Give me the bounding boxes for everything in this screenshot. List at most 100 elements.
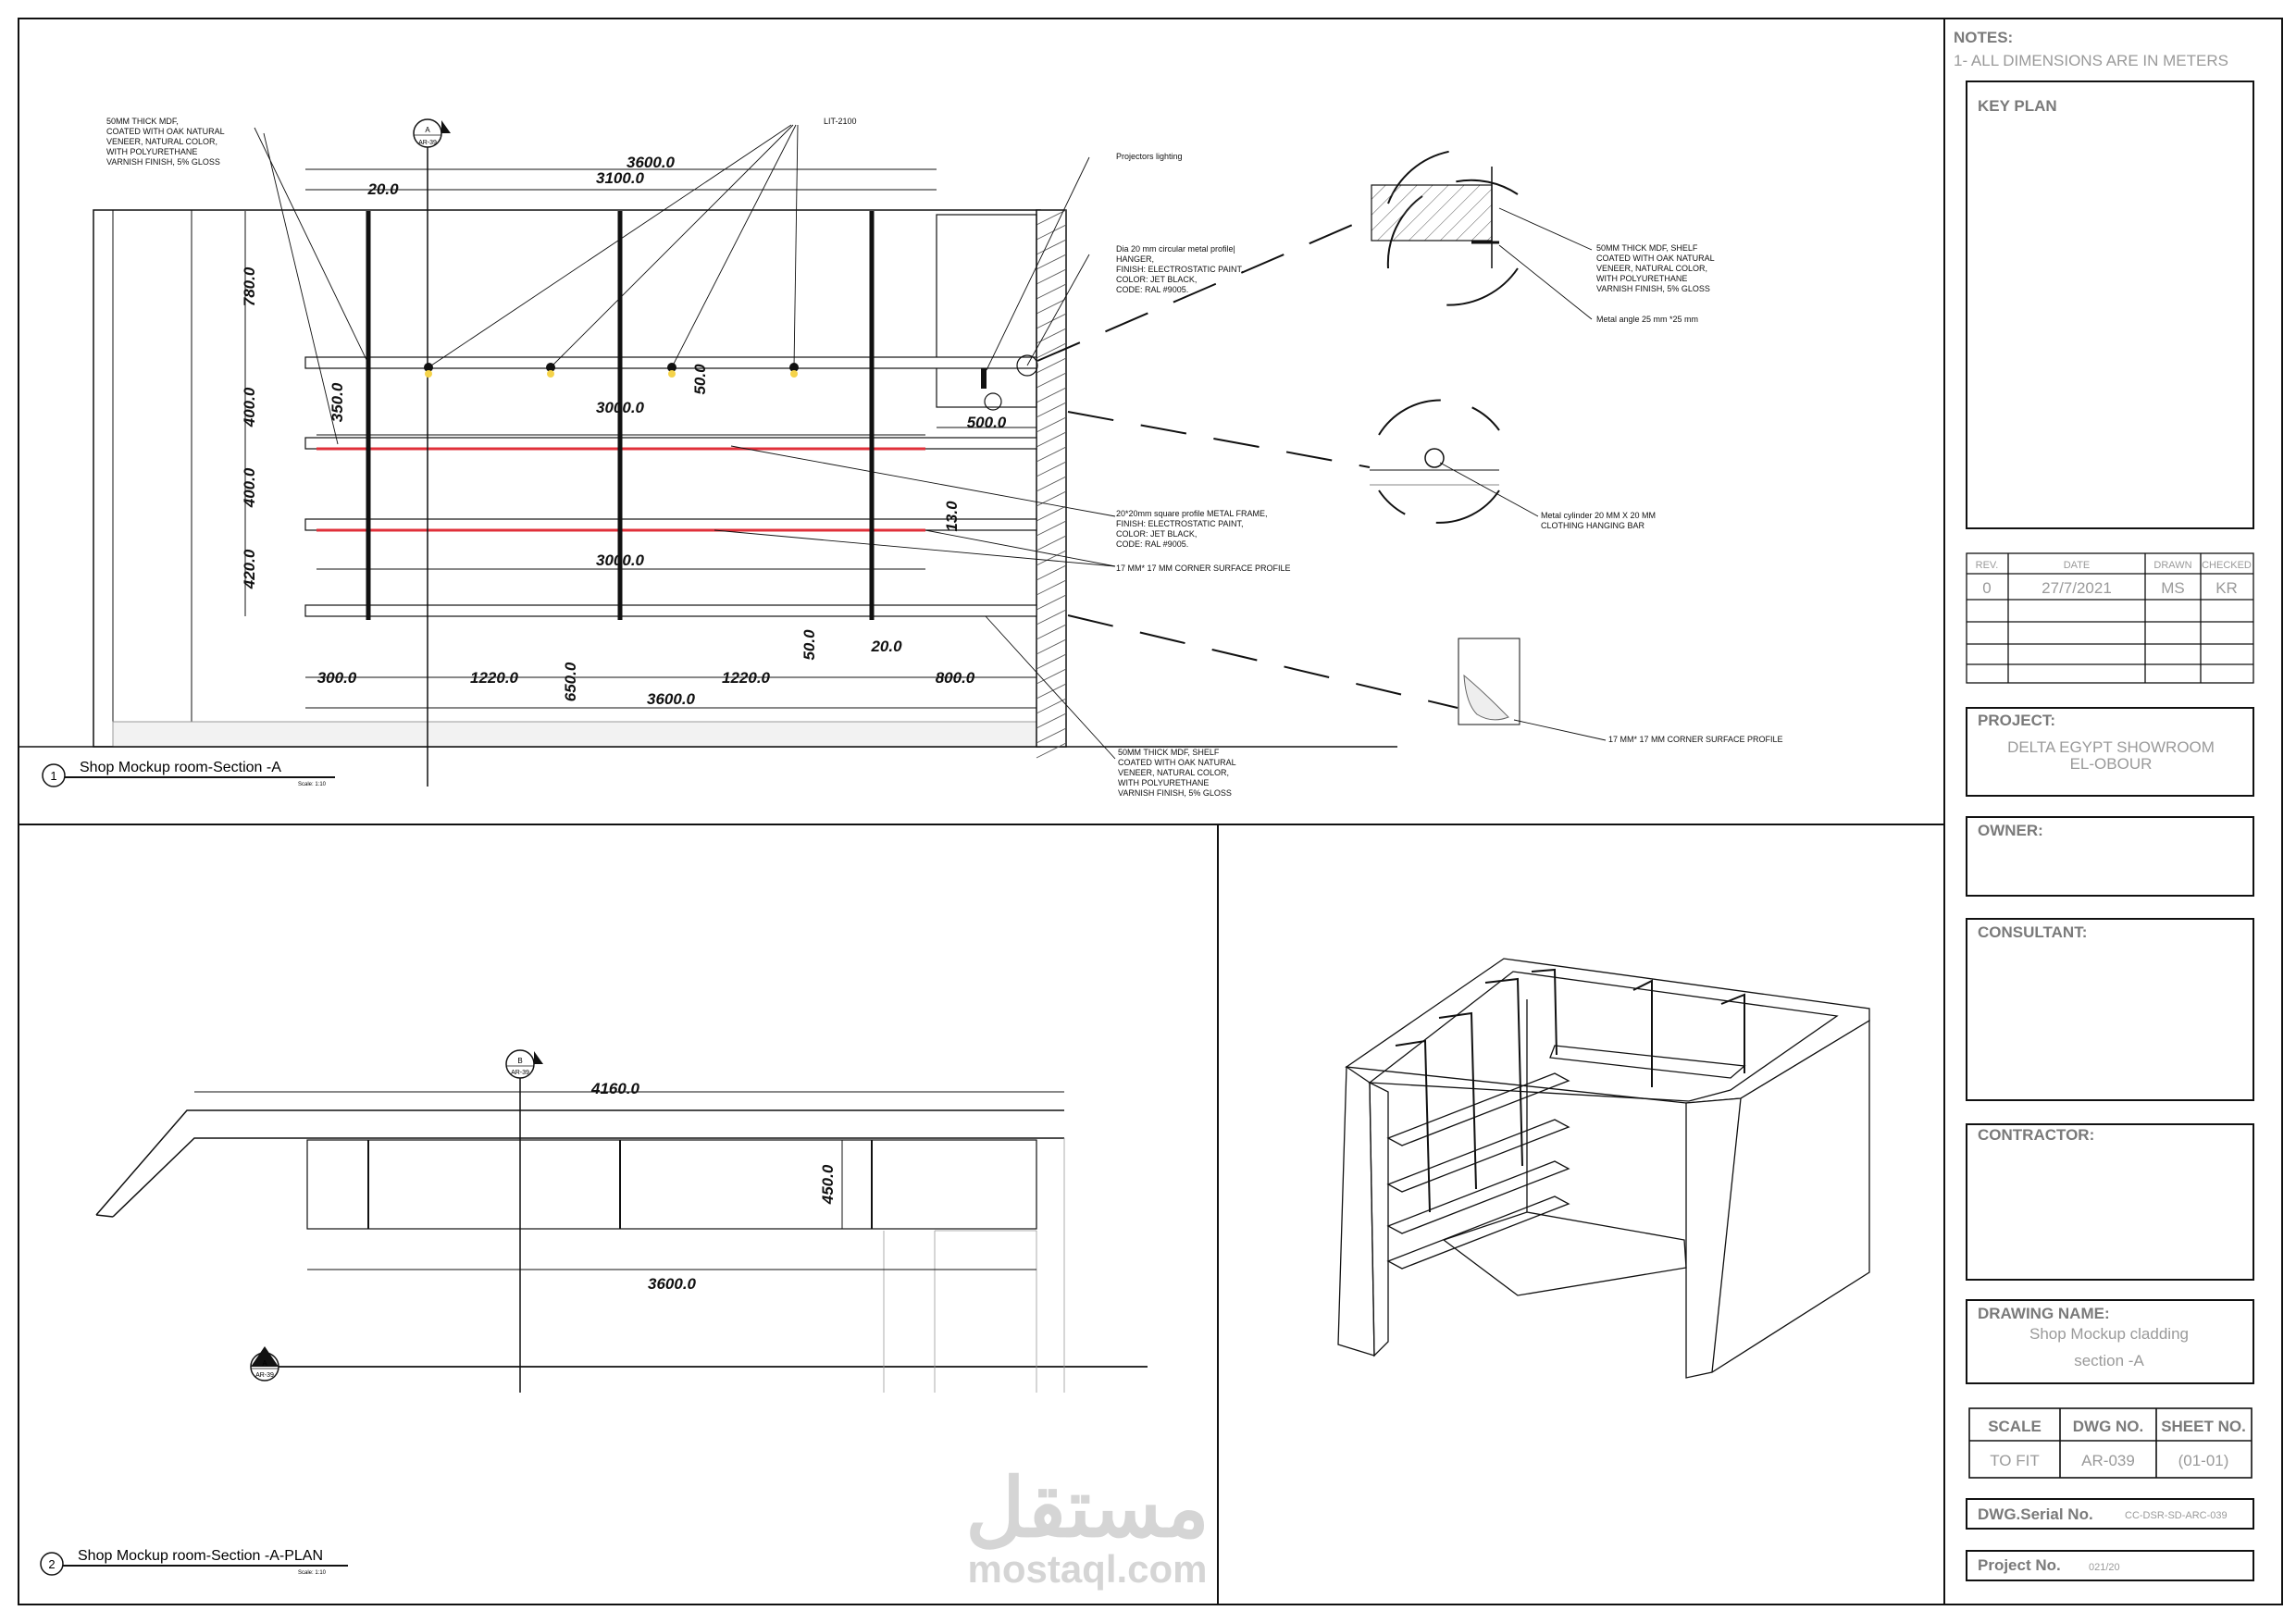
- leader-mdf-bottom: [985, 615, 1116, 760]
- wall-hatch-line: [1036, 698, 1067, 714]
- drawing-name-label: DRAWING NAME:: [1978, 1305, 2110, 1322]
- note-mdf-bottom-l4: WITH POLYURETHANE: [1118, 778, 1209, 787]
- section-marker-b-arrow: [534, 1051, 543, 1064]
- dim-shelf-3000a: 3000.0: [596, 399, 645, 416]
- wall-hatch-line: [1036, 505, 1067, 522]
- 3d-frame-3: [1484, 977, 1523, 1167]
- owner-label: OWNER:: [1978, 822, 2043, 839]
- detail-3-profile: [1463, 674, 1509, 721]
- plan-angled-wall: [95, 1109, 1064, 1216]
- leader-lit-4: [793, 124, 799, 368]
- note-shelf-l3: VENEER, NATURAL COLOR,: [1596, 264, 1707, 273]
- rod-circle: [984, 392, 1002, 411]
- leader-corner-1: [714, 529, 1116, 567]
- 3d-shelf-2: [1386, 1119, 1570, 1193]
- scale-value: TO FIT: [1990, 1452, 2040, 1469]
- right-wall-hatch: [1036, 209, 1067, 759]
- sheet-no-value: (01-01): [2178, 1452, 2229, 1469]
- wall-hatch-line: [1036, 550, 1067, 566]
- section-1-title: 1 Shop Mockup room-Section -A Scale: 1:1…: [42, 760, 335, 787]
- dim-top-inner: 3100.0: [596, 169, 645, 187]
- leader-hanger: [1026, 254, 1090, 366]
- section-1-number-circle: [42, 763, 66, 787]
- note-cylinder-l2: CLOTHING HANGING BAR: [1541, 521, 1645, 530]
- spot-light-3-glow: [668, 370, 676, 378]
- dim-niche-500: 500.0: [967, 414, 1007, 431]
- revision-table-frame: [1966, 552, 2254, 684]
- note-frame-l1: 20*20mm square profile METAL FRAME,: [1116, 509, 1268, 518]
- leader-mdf-top-2: [263, 132, 339, 445]
- notes-leader-lines: [254, 124, 1116, 760]
- detail-2-circle: [1378, 399, 1500, 524]
- section-2-number-circle: [40, 1552, 64, 1576]
- key-plan-label: KEY PLAN: [1978, 97, 2057, 115]
- dim-post-width: 20.0: [366, 180, 399, 198]
- rev-row-drawn: MS: [2161, 579, 2185, 597]
- project-line1: DELTA EGYPT SHOWROOM: [2007, 738, 2215, 756]
- drawing-name-line2: section -A: [2074, 1352, 2144, 1369]
- shelf-3: [304, 518, 1037, 531]
- 3d-right-wall-edge: [1711, 1097, 1742, 1373]
- dim-h-420: 420.0: [241, 549, 258, 589]
- wall-hatch-line: [1036, 446, 1067, 463]
- wall-hatch-line: [1036, 313, 1067, 329]
- wall-hatch-line: [1036, 609, 1067, 626]
- wall-hatch-line: [1036, 461, 1067, 477]
- spot-light-1-glow: [425, 370, 432, 378]
- 3d-back-floor: [1442, 1211, 1687, 1296]
- project-no-box: [1966, 1550, 2254, 1581]
- note-hanger-l1: Dia 20 mm circular metal profile|: [1116, 244, 1235, 254]
- note-mdf-top-l1: 50MM THICK MDF,: [106, 117, 179, 126]
- section-marker-b-letter: B: [517, 1057, 522, 1065]
- note-lit: LIT-2100: [824, 117, 857, 126]
- 3d-top-inner: [1368, 971, 1839, 1102]
- note-hanger-l3: FINISH: ELECTROSTATIC PAINT,: [1116, 265, 1244, 274]
- plan-dim-top: 4160.0: [590, 1080, 640, 1097]
- 3d-frame-1: [1395, 1039, 1431, 1213]
- 3d-shelf-3: [1386, 1160, 1570, 1234]
- dim-b-800: 800.0: [936, 669, 975, 687]
- consultant-box: [1966, 918, 2254, 1101]
- notes-line1: 1- ALL DIMENSIONS ARE IN METERS: [1954, 52, 2228, 69]
- leader-frame: [730, 445, 1116, 517]
- note-mdf-bottom-l3: VENEER, NATURAL COLOR,: [1118, 768, 1229, 777]
- section-marker-a-ref: AR-39: [418, 140, 437, 146]
- wall-hatch-line: [1036, 653, 1067, 670]
- leader-projectors: [986, 156, 1090, 371]
- contractor-box: [1966, 1123, 2254, 1281]
- wall-hatch-line: [1036, 357, 1067, 374]
- wall-hatch-line: [1036, 372, 1067, 389]
- right-wall: [1036, 209, 1067, 748]
- dwg-no-label: DWG NO.: [2073, 1418, 2144, 1435]
- drawing-name-box: [1966, 1299, 2254, 1384]
- note-mdf-bottom-l5: VARNISH FINISH, 5% GLOSS: [1118, 788, 1232, 798]
- watermark-latin: mostaql.com: [967, 1547, 1207, 1591]
- serial-value: CC-DSR-SD-ARC-039: [2125, 1510, 2228, 1521]
- contractor-label: CONTRACTOR:: [1978, 1126, 2094, 1144]
- wall-hatch-line: [1036, 209, 1067, 226]
- 3d-frame-5: [1632, 979, 1653, 1087]
- dim-b-1220b: 1220.0: [722, 669, 771, 687]
- project-label: PROJECT:: [1978, 712, 2055, 729]
- connector-detail-3: [1067, 614, 1458, 709]
- wall-hatch-line: [1036, 490, 1067, 507]
- note-shelf-l1: 50MM THICK MDF, SHELF: [1596, 243, 1698, 253]
- plan-wall-cap: [95, 1214, 114, 1218]
- shelf-4: [304, 604, 1037, 617]
- wall-hatch-line: [1036, 239, 1067, 255]
- serial-label: DWG.Serial No.: [1978, 1505, 2093, 1523]
- note-hanger: Dia 20 mm circular metal profile| HANGER…: [1116, 244, 1244, 294]
- leader-lit-3: [671, 124, 797, 368]
- wall-hatch-line: [1036, 476, 1067, 492]
- wall-hatch-line: [1036, 564, 1067, 581]
- note-hanger-l2: HANGER,: [1116, 254, 1154, 264]
- note-shelf-detail: 50MM THICK MDF, SHELF COATED WITH OAK NA…: [1596, 243, 1715, 293]
- plan-shelf-unit: [306, 1139, 1037, 1230]
- rev-header-drawn: DRAWN: [2153, 560, 2191, 571]
- section-marker-a-letter: A: [425, 126, 430, 134]
- wall-hatch-line: [1036, 224, 1067, 241]
- floor-band: [112, 721, 1039, 748]
- leader-lit-2: [550, 124, 794, 368]
- sheet-info-frame: [1968, 1407, 2253, 1479]
